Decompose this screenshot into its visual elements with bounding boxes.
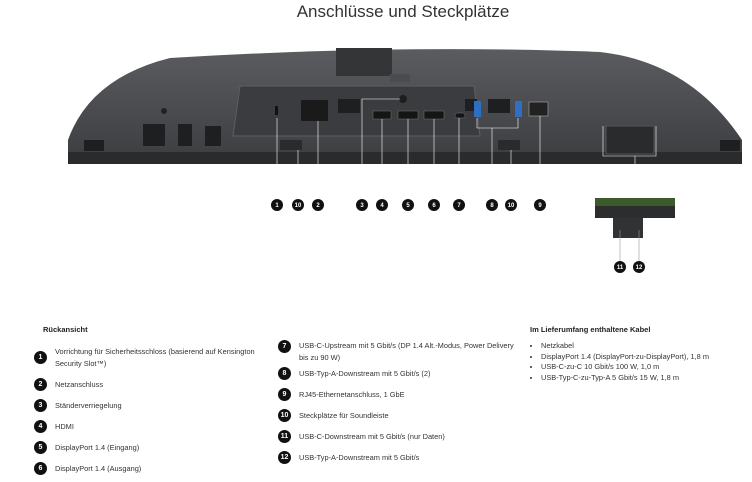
port-number-badge: 9 — [278, 388, 291, 401]
callout-number: 9 — [538, 203, 542, 209]
stand-lock — [399, 95, 407, 103]
port-list-item: 5 DisplayPort 1.4 (Eingang) — [34, 441, 280, 454]
callout-marker — [356, 199, 368, 211]
dp-in-port — [397, 110, 419, 120]
port-number-badge: 4 — [34, 420, 47, 433]
callout-marker — [292, 199, 304, 211]
callout-number: 3 — [360, 203, 364, 209]
usb-c-upstream-port — [454, 112, 466, 119]
rj45-port — [528, 101, 549, 117]
callout-marker — [428, 199, 440, 211]
port-description: Netzanschluss — [55, 379, 104, 389]
security-slot — [275, 106, 278, 115]
callout-marker — [486, 199, 498, 211]
port-list-item: 6 DisplayPort 1.4 (Ausgang) — [34, 462, 280, 475]
callout-marker — [614, 261, 626, 273]
port-list-item: 11 USB-C-Downstream mit 5 Gbit/s (nur Dat… — [278, 430, 524, 443]
port-number-badge: 11 — [278, 430, 291, 443]
port-description: USB-C-Upstream mit 5 Gbit/s (DP 1.4 Alt.… — [299, 341, 514, 362]
cable-item: DisplayPort 1.4 (DisplayPort-zu-DisplayP… — [541, 352, 709, 363]
port-description: Steckplätze für Soundleiste — [299, 410, 389, 420]
callout-marker — [376, 199, 388, 211]
callout-number: 12 — [636, 265, 643, 271]
callout-number: 10 — [295, 203, 302, 209]
port-list-item: 9 RJ45-Ethernetanschluss, 1 GbE — [278, 388, 524, 401]
port-description: HDMI — [55, 421, 74, 431]
callout-number: 6 — [432, 203, 436, 209]
port-description: Vorrichtung für Sicherheitsschloss (basi… — [55, 347, 255, 368]
monitor-rear-illustration: 1 10 2 3 4 5 6 7 8 10 9 11 12 — [68, 48, 742, 273]
port-list-item: 2 Netzanschluss — [34, 378, 280, 391]
port-number-badge: 8 — [278, 367, 291, 380]
dp-out-port — [423, 110, 445, 120]
power-connector — [301, 100, 328, 121]
cable-item: USB-Typ-C-zu-Typ-A 5 Gbit/s 15 W, 1,8 m — [541, 373, 709, 384]
port-list-item: 12 USB-Typ-A-Downstream mit 5 Gbit/s — [278, 451, 524, 464]
usb-a-port — [474, 101, 481, 117]
rear-view-heading: Rückansicht — [43, 325, 88, 334]
callout-marker — [534, 199, 546, 211]
port-list-item: 1 Vorrichtung für Sicherheitsschloss (bas… — [34, 346, 280, 370]
port-description: DisplayPort 1.4 (Eingang) — [55, 442, 140, 452]
callout-number: 8 — [490, 203, 494, 209]
port-number-badge: 10 — [278, 409, 291, 422]
callout-marker — [453, 199, 465, 211]
cable-item: Netzkabel — [541, 341, 709, 352]
port-description: USB-C-Downstream mit 5 Gbit/s (nur Daten… — [299, 431, 445, 441]
included-cables-list: Netzkabel DisplayPort 1.4 (DisplayPort-z… — [530, 341, 709, 384]
port-number-badge: 1 — [34, 351, 47, 364]
hdmi-port — [372, 110, 392, 120]
callout-number: 11 — [617, 265, 624, 271]
callout-marker — [505, 199, 517, 211]
callout-number: 4 — [380, 203, 384, 209]
callout-number: 1 — [275, 203, 279, 209]
callout-number: 10 — [508, 203, 515, 209]
port-list-item: 8 USB-Typ-A-Downstream mit 5 Gbit/s (2) — [278, 367, 524, 380]
callout-marker — [402, 199, 414, 211]
cable-item: USB-C-zu-C 10 Gbit/s 100 W, 1,0 m — [541, 362, 709, 373]
callout-marker — [312, 199, 324, 211]
callout-number: 7 — [457, 203, 461, 209]
callout-marker — [633, 261, 645, 273]
port-description: USB-Typ-A-Downstream mit 5 Gbit/s (2) — [299, 368, 431, 378]
port-number-badge: 7 — [278, 340, 291, 353]
port-number-badge: 5 — [34, 441, 47, 454]
port-number-badge: 3 — [34, 399, 47, 412]
callout-marker — [271, 199, 283, 211]
port-list-item: 10 Steckplätze für Soundleiste — [278, 409, 524, 422]
included-cables-heading: Im Lieferumfang enthaltene Kabel — [530, 325, 651, 334]
port-number-badge: 12 — [278, 451, 291, 464]
port-number-badge: 2 — [34, 378, 47, 391]
port-number-badge: 6 — [34, 462, 47, 475]
port-description: Ständerverriegelung — [55, 400, 122, 410]
port-description: DisplayPort 1.4 (Ausgang) — [55, 463, 142, 473]
page-title: Anschlüsse und Steckplätze — [296, 2, 510, 21]
callout-number: 5 — [406, 203, 410, 209]
usb-a-port — [515, 101, 522, 117]
port-list-item: 4 HDMI — [34, 420, 280, 433]
port-description: RJ45-Ethernetanschluss, 1 GbE — [299, 389, 405, 399]
port-description: USB-Typ-A-Downstream mit 5 Gbit/s — [299, 452, 420, 462]
port-list-item: 7 USB-C-Upstream mit 5 Gbit/s (DP 1.4 Alt… — [278, 340, 524, 364]
port-list-item: 3 Ständerverriegelung — [34, 399, 280, 412]
callout-number: 2 — [316, 203, 320, 209]
